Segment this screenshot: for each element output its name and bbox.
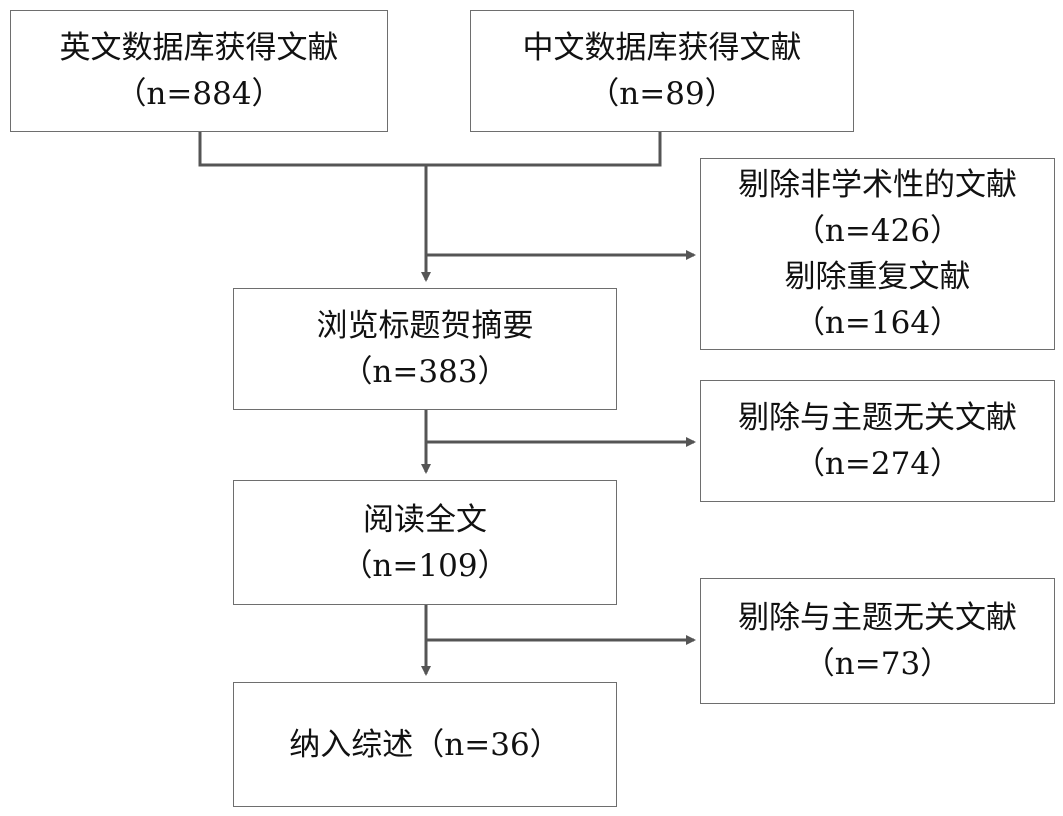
exclude-1-line1: 剔除非学术性的文献 xyxy=(738,167,1017,203)
exclude-3-box: 剔除与主题无关文献 （n=73） xyxy=(700,578,1055,704)
source-cn-count: （n=89） xyxy=(588,76,736,112)
exclude-1-line4: （n=164） xyxy=(793,305,962,341)
exclude-2-box: 剔除与主题无关文献 （n=274） xyxy=(700,380,1055,502)
source-en-box: 英文数据库获得文献 （n=884） xyxy=(10,10,388,132)
screen-box: 浏览标题贺摘要 （n=383） xyxy=(233,288,617,410)
source-en-title: 英文数据库获得文献 xyxy=(59,30,339,66)
screen-title: 浏览标题贺摘要 xyxy=(316,308,534,344)
screen-count: （n=383） xyxy=(341,354,509,390)
exclude-3-count: （n=73） xyxy=(803,646,952,682)
source-cn-title: 中文数据库获得文献 xyxy=(522,30,802,66)
included-title: 纳入综述（n=36） xyxy=(289,726,561,763)
exclude-2-title: 剔除与主题无关文献 xyxy=(738,400,1017,436)
exclude-3-title: 剔除与主题无关文献 xyxy=(738,600,1017,636)
source-cn-box: 中文数据库获得文献 （n=89） xyxy=(470,10,854,132)
merge-connector xyxy=(198,132,662,167)
exclude-1-box: 剔除非学术性的文献 （n=426） 剔除重复文献 （n=164） xyxy=(700,158,1055,350)
included-box: 纳入综述（n=36） xyxy=(233,682,617,807)
exclude-2-count: （n=274） xyxy=(793,446,962,482)
fulltext-count: （n=109） xyxy=(341,547,509,584)
exclude-1-line3: 剔除重复文献 xyxy=(784,259,971,295)
source-en-count: （n=884） xyxy=(115,76,283,112)
exclude-1-line2: （n=426） xyxy=(793,213,962,249)
fulltext-box: 阅读全文 （n=109） xyxy=(233,480,617,605)
fulltext-title: 阅读全文 xyxy=(363,501,487,538)
